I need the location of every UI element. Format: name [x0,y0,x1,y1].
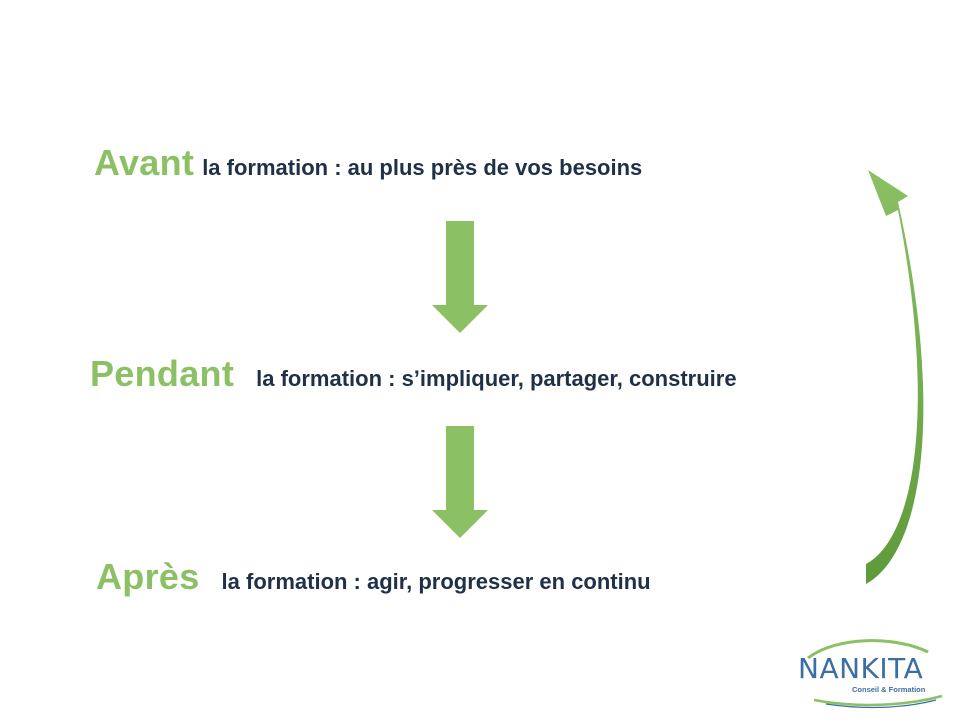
down-arrow-icon [432,221,488,333]
logo-swoosh-icon [807,639,943,709]
step-before: Avant la formation : au plus près de vos … [94,142,642,184]
step-after-keyword: Après [96,556,200,597]
step-during-keyword: Pendant [90,353,235,394]
loop-back-arrow-icon [866,170,924,584]
down-arrow-icon [432,426,488,538]
logo-tagline: Conseil & Formation [852,685,926,694]
step-before-keyword: Avant [94,142,195,183]
step-during-text: la formation : s’impliquer, partager, co… [256,366,737,391]
nankita-logo: NANKITA Conseil & Formation [796,638,946,712]
step-after-text: la formation : agir, progresser en conti… [221,569,651,594]
step-before-text: la formation : au plus près de vos besoi… [202,155,643,180]
step-after: Après la formation : agir, progresser en … [96,556,651,598]
step-during: Pendant la formation : s’impliquer, parta… [90,353,737,395]
logo-wordmark: NANKITA [798,652,924,685]
